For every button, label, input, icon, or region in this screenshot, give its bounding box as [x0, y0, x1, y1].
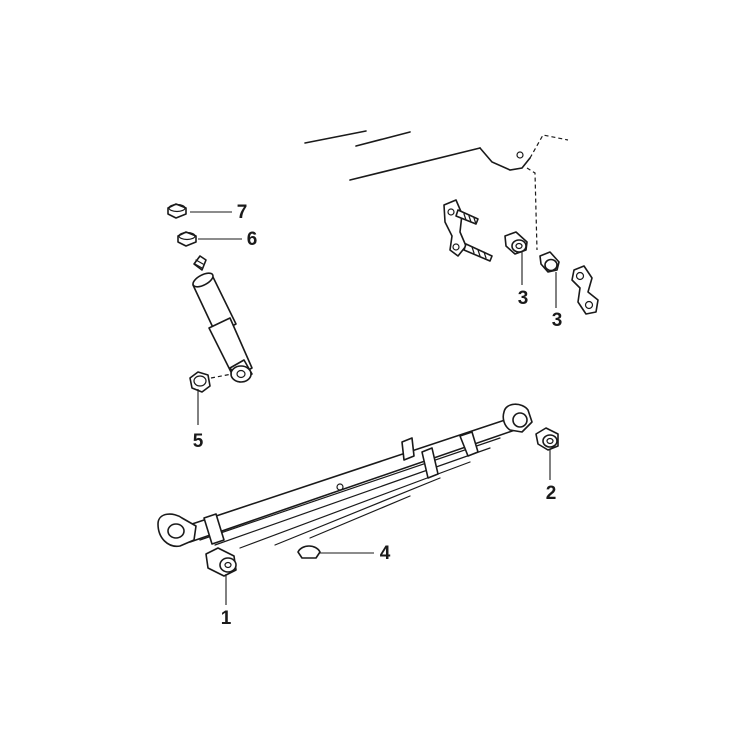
bushing-7	[167, 203, 187, 219]
shock-absorber	[192, 255, 253, 383]
shackle-bushing-left	[504, 231, 528, 255]
vehicle-frame-outline	[304, 130, 569, 251]
leaf-spring-assembly	[157, 403, 533, 549]
callout-4: 4	[380, 543, 391, 564]
bump-cap-4	[297, 545, 321, 559]
callout-3-left: 3	[518, 288, 529, 309]
bushing-2	[535, 427, 559, 451]
bushing-6	[177, 231, 197, 247]
callout-3-right: 3	[552, 310, 563, 331]
callout-7: 7	[237, 202, 248, 223]
callout-labels: 1 2 3 3 4 5 6 7	[193, 202, 563, 629]
bushing-1	[205, 547, 237, 577]
callout-5: 5	[193, 431, 204, 452]
callout-1: 1	[221, 608, 232, 629]
callout-6: 6	[247, 229, 258, 250]
callout-2: 2	[546, 483, 557, 504]
leader-lines	[190, 211, 557, 605]
shackle-bracket-with-studs	[443, 199, 493, 262]
shackle-plate	[571, 265, 599, 315]
shackle-bushing-right	[539, 251, 560, 273]
bushing-5	[189, 371, 211, 393]
